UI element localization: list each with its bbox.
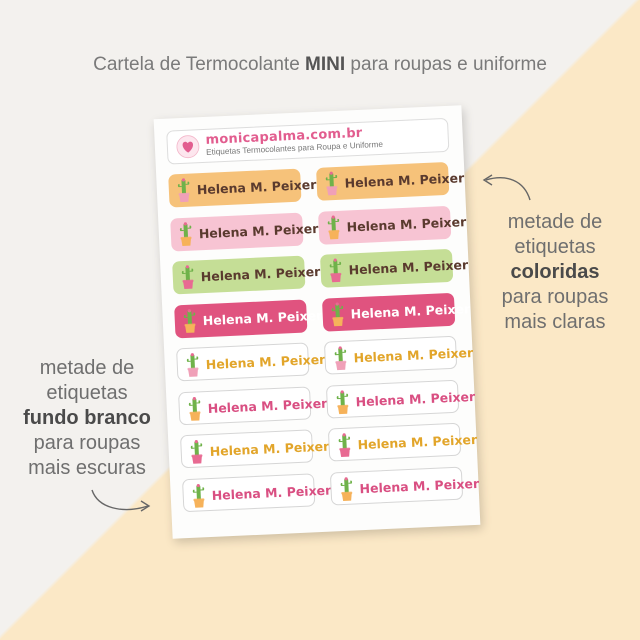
cactus-icon (189, 483, 208, 510)
label-name-text: Helena M. Peixer (196, 176, 317, 198)
title-emphasis: MINI (305, 54, 346, 75)
colored-name-label: Helena M. Peixer (317, 205, 466, 245)
label-name-text: Helena M. Peixer (350, 300, 471, 321)
label-name-text: Helena M. Peixer (205, 351, 326, 373)
white-name-label: Helena M. Peixer (323, 335, 473, 375)
colored-name-label: Helena M. Peixer (168, 168, 317, 208)
cactus-icon (187, 439, 206, 466)
page-title: Cartela de Termocolante MINI para roupas… (93, 54, 547, 75)
label-name-text: Helena M. Peixer (202, 307, 323, 328)
colored-name-label: Helena M. Peixer (172, 255, 321, 295)
label-sheet: monicapalma.com.br Etiquetas Termocolant… (153, 105, 481, 539)
cactus-icon (180, 308, 199, 335)
white-name-label: Helena M. Peixer (325, 379, 475, 419)
label-name-text: Helena M. Peixer (207, 395, 328, 416)
white-name-label: Helena M. Peixer (178, 385, 328, 425)
label-name-text: Helena M. Peixer (344, 170, 465, 191)
label-name-text: Helena M. Peixer (359, 475, 480, 496)
colored-name-label: Helena M. Peixer (170, 212, 319, 252)
cactus-icon (174, 178, 193, 205)
label-name-text: Helena M. Peixer (353, 344, 474, 366)
label-name-text: Helena M. Peixer (346, 213, 467, 235)
white-name-label: Helena M. Peixer (329, 466, 479, 506)
cactus-icon (333, 389, 352, 416)
label-name-text: Helena M. Peixer (355, 388, 476, 409)
colored-name-label: Helena M. Peixer (321, 292, 470, 332)
label-name-text: Helena M. Peixer (211, 482, 332, 503)
curved-arrow-icon (482, 174, 531, 201)
white-name-label: Helena M. Peixer (176, 342, 326, 382)
label-name-text: Helena M. Peixer (357, 431, 478, 453)
cactus-icon (322, 171, 341, 198)
cactus-icon (326, 258, 345, 285)
label-name-text: Helena M. Peixer (200, 263, 321, 285)
white-name-label: Helena M. Peixer (180, 429, 330, 469)
cactus-icon (324, 214, 343, 241)
label-name-text: Helena M. Peixer (209, 438, 330, 459)
cactus-icon (176, 221, 195, 248)
white-labels-note: metade de etiquetas fundo branco para ro… (23, 357, 151, 479)
colored-labels-note: metade de etiquetas coloridas para roupa… (501, 211, 609, 333)
colored-name-label: Helena M. Peixer (174, 298, 323, 338)
colored-name-label: Helena M. Peixer (316, 161, 465, 201)
cactus-icon (331, 346, 350, 373)
white-name-label: Helena M. Peixer (181, 472, 332, 512)
sheet-header: monicapalma.com.br Etiquetas Termocolant… (166, 117, 450, 165)
white-name-label: Helena M. Peixer (327, 422, 477, 462)
cactus-icon (183, 352, 202, 379)
cactus-icon (335, 432, 354, 459)
heart-logo-icon (176, 135, 200, 159)
cactus-icon (185, 396, 204, 423)
label-name-text: Helena M. Peixer (198, 220, 319, 241)
colored-name-label: Helena M. Peixer (319, 248, 468, 288)
label-name-text: Helena M. Peixer (348, 257, 469, 278)
cactus-icon (328, 301, 347, 328)
cactus-icon (337, 476, 356, 503)
curved-arrow-icon (91, 489, 151, 512)
cactus-icon (178, 264, 197, 291)
